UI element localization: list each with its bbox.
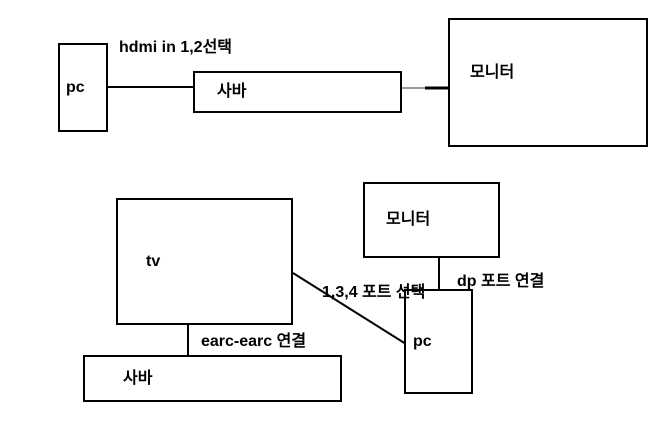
node-pc-bottom-label: pc	[413, 332, 432, 350]
node-soundbar-top: 사바	[193, 71, 402, 113]
node-monitor-bottom: 모니터	[363, 182, 500, 258]
node-monitor-bottom-label: 모니터	[386, 211, 431, 229]
connection-label-port-select: 1,3,4 포트 선택	[322, 284, 426, 301]
connector-tv-to-pc-bottom-diagonal	[292, 272, 407, 345]
node-monitor-top-label: 모니터	[470, 64, 515, 81]
node-monitor-top: 모니터	[448, 18, 648, 147]
connection-label-hdmi: hdmi in 1,2선택	[119, 39, 233, 56]
node-pc-top: pc	[58, 43, 108, 132]
connection-label-earc: earc-earc 연결	[201, 333, 307, 350]
connection-label-dp-port: dp 포트 연결	[457, 273, 545, 290]
node-soundbar-top-label: 사바	[217, 83, 247, 101]
node-tv-label: tv	[146, 252, 161, 270]
node-soundbar-bottom-label: 사바	[123, 369, 153, 387]
node-pc-top-label: pc	[66, 78, 85, 96]
node-pc-bottom: pc	[404, 289, 473, 394]
node-tv: tv	[116, 198, 293, 325]
node-soundbar-bottom: 사바	[83, 355, 342, 402]
